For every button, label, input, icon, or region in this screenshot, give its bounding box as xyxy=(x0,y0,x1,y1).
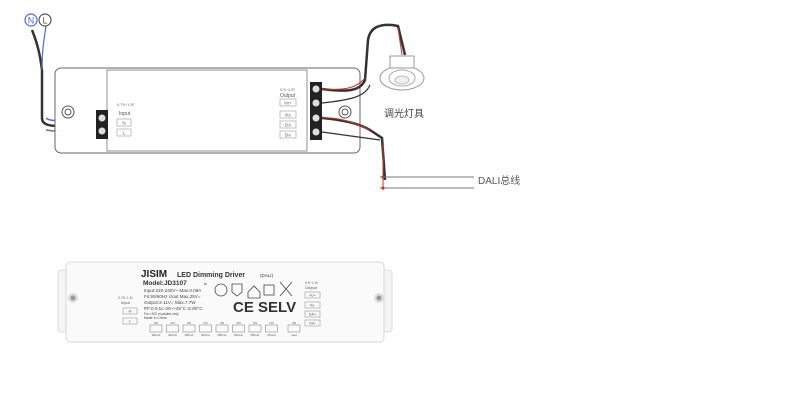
dip-on-label: ON xyxy=(292,321,296,325)
dip-switch-box xyxy=(166,324,179,333)
input-title: Input xyxy=(119,111,131,117)
dip-current-label: 650mA xyxy=(251,333,260,337)
product-input-spec: 0.75~1.5² xyxy=(118,296,134,300)
dip-on-label: ON xyxy=(253,321,257,325)
dip-switch-box xyxy=(199,324,212,333)
input-terminal-block xyxy=(96,110,108,139)
downlight-icon xyxy=(379,55,425,91)
dip-switch: ON 600mA xyxy=(232,321,245,337)
dip-switch-row: ON 300mA ON 400mA ON 450mA ON 500mA ON 550mA ON 600… xyxy=(149,321,301,337)
product-title-suffix: (DALI) xyxy=(260,273,274,278)
spec-line: Input:220-240V~ Max.0.06A xyxy=(144,288,202,293)
output-terminal-label: Vo- xyxy=(285,113,292,118)
dip-switch: ON 500mA xyxy=(199,321,212,337)
product-output-label: Vo- xyxy=(310,304,316,308)
dip-switch: ON 650mA xyxy=(248,321,262,337)
dip-current-label: 300mA xyxy=(152,333,161,337)
dip-on-label: ON xyxy=(154,321,158,325)
product-output-label: DA+ xyxy=(309,313,317,317)
dip-switch: ON 550mA xyxy=(215,321,229,337)
dip-switch-box xyxy=(248,324,262,333)
output-spec: 0.5~1.5² xyxy=(280,87,295,92)
dip-current-label: 550mA xyxy=(218,333,227,337)
spec-line: Fs:50/60Hz Uout Max.25V= xyxy=(144,294,201,299)
output-terminal-label: Vo+ xyxy=(284,101,292,106)
lamp-label: 调光灯具 xyxy=(384,107,424,120)
live-label: L xyxy=(42,16,47,26)
product-input-l: L xyxy=(129,319,132,324)
output-title: Output xyxy=(280,93,296,99)
product-output-title: Output xyxy=(305,285,318,290)
dip-switch-box xyxy=(265,324,278,333)
dip-switch: ON 700mA xyxy=(265,321,278,337)
spec-line: Output:2-11V= Max.7.7W xyxy=(144,300,196,305)
note-line: Made in China xyxy=(144,316,167,320)
dip-on-label: ON xyxy=(203,321,207,325)
product-model: Model:JD3107 xyxy=(143,280,187,287)
dali-wires xyxy=(321,116,474,190)
dip-switch: ON load xyxy=(287,321,301,337)
output-terminal-label: DA xyxy=(285,123,291,128)
dip-on-label: ON xyxy=(269,321,273,325)
dip-on-label: ON xyxy=(220,321,224,325)
product-output-terminals: Vo+ Vo- DA+ DA- xyxy=(304,291,321,327)
dip-current-label: 700mA xyxy=(267,333,276,337)
dali-bus-label: DALI总线 xyxy=(478,174,520,187)
dip-switch-box xyxy=(149,324,163,333)
product-model-suffix: tc xyxy=(204,281,207,286)
dip-on-label: ON xyxy=(236,321,240,325)
lamp-wires xyxy=(321,23,407,104)
product-output-label: Vo+ xyxy=(309,294,316,298)
dip-current-label: 450mA xyxy=(185,333,194,337)
dip-current-label: 500mA xyxy=(201,333,210,337)
product-input-n: N xyxy=(129,309,132,314)
neutral-label: N xyxy=(28,16,35,26)
dip-switch-box xyxy=(232,324,245,333)
certification-icons xyxy=(214,281,293,299)
dip-switch: ON 450mA xyxy=(182,321,196,337)
dip-current-label: 400mA xyxy=(168,333,177,337)
product-driver xyxy=(57,261,393,343)
product-specs: Input:220-240V~ Max.0.06A Fs:50/60Hz Uou… xyxy=(144,288,203,320)
dip-switch-box xyxy=(182,324,196,333)
dip-switch: ON 400mA xyxy=(166,321,179,337)
product-brand: JISIM xyxy=(141,269,167,280)
live-badge: L xyxy=(38,13,52,27)
spec-line: PF:0.9 ta:-20~+45°C tc:80°C xyxy=(144,306,203,311)
input-terminal-n: N xyxy=(122,121,125,126)
dip-on-label: ON xyxy=(187,321,191,325)
note-line: For LED modules only xyxy=(144,312,179,316)
input-spec: 0.75~1.5² xyxy=(117,102,135,107)
product-output-spec: 0.5~1.5² xyxy=(305,281,319,285)
output-terminal-label: DA xyxy=(285,133,291,138)
output-terminal-block xyxy=(310,82,322,140)
dip-switch-box xyxy=(287,324,301,333)
dip-on-label: ON xyxy=(170,321,174,325)
product-input-title: Input xyxy=(121,300,131,305)
ce-selv-mark: CE SELV xyxy=(233,299,296,316)
dip-switch: ON 300mA xyxy=(149,321,163,337)
product-output-label: DA- xyxy=(309,322,316,326)
dip-current-label: load xyxy=(291,333,297,337)
input-terminal-l: L xyxy=(123,131,126,136)
dip-current-label: 600mA xyxy=(234,333,243,337)
dip-switch-box xyxy=(215,324,229,333)
product-title: LED Dimming Driver xyxy=(177,272,245,279)
neutral-badge: N xyxy=(24,13,38,27)
output-terminal-labels: Vo+ Vo- DA DA xyxy=(279,98,297,139)
